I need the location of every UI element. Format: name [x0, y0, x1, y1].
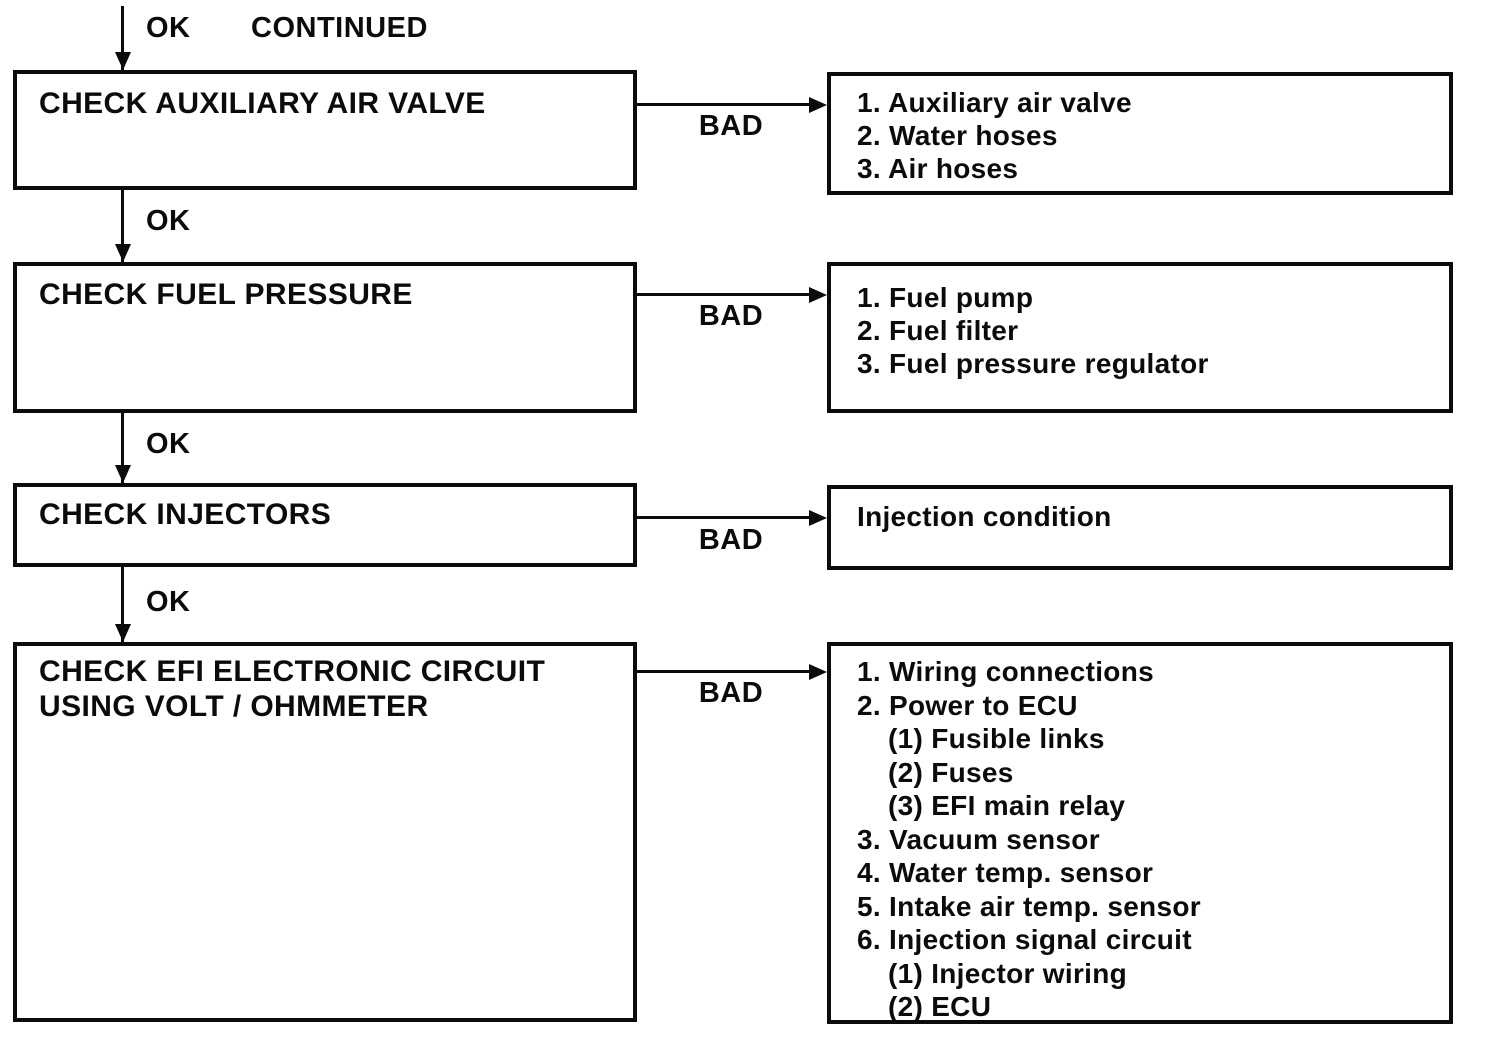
bad-connector-row2 — [637, 286, 827, 303]
ok-connector-row1 — [114, 190, 131, 262]
step-box-check-injectors: CHECK INJECTORS — [13, 483, 637, 567]
bad-label-row3: BAD — [698, 524, 764, 556]
step-box-check-fuel-pressure: CHECK FUEL PRESSURE — [13, 262, 637, 413]
ok-label-top: OK — [146, 12, 191, 44]
step-box-check-efi-electronic-circuit: CHECK EFI ELECTRONIC CIRCUIT USING VOLT … — [13, 642, 637, 1022]
bad-connector-row1 — [637, 96, 827, 113]
arrow-down-icon — [114, 52, 131, 70]
arrow-right-icon — [809, 96, 827, 113]
result-item: 3. Vacuum sensor — [857, 823, 1100, 855]
ok-connector-row2 — [114, 413, 131, 483]
bad-connector-row3 — [637, 509, 827, 526]
result-item: 3. Air hoses — [857, 153, 1019, 184]
result-item: 3. Fuel pressure regulator — [857, 348, 1209, 379]
ok-connector-row3 — [114, 567, 131, 642]
result-subitem: (2) ECU — [888, 991, 992, 1022]
step-title: CHECK AUXILIARY AIR VALVE — [39, 87, 486, 120]
result-item: Injection condition — [857, 501, 1112, 532]
result-box-fuel-pressure: 1. Fuel pump 2. Fuel filter 3. Fuel pres… — [827, 262, 1453, 413]
result-subitem: (1) Fusible links — [888, 723, 1105, 754]
result-item: 6. Injection signal circuit — [857, 924, 1192, 955]
result-subitem: (2) Fuses — [888, 756, 1014, 788]
step-title: CHECK INJECTORS — [39, 498, 332, 531]
result-item: 1. Wiring connections — [857, 656, 1154, 687]
result-item: 1. Auxiliary air valve — [857, 87, 1132, 118]
bad-label-row2: BAD — [698, 300, 764, 332]
step-title-line1: CHECK EFI ELECTRONIC CIRCUIT — [39, 655, 546, 688]
result-subitem: (1) Injector wiring — [888, 957, 1128, 989]
bad-connector-row4 — [637, 663, 827, 680]
result-item: 2. Fuel filter — [857, 315, 1019, 346]
result-item: 5. Intake air temp. sensor — [857, 890, 1201, 922]
bad-label-row4: BAD — [698, 677, 764, 709]
bad-label-row1: BAD — [698, 110, 764, 142]
ok-label-row1: OK — [146, 205, 191, 237]
arrow-down-icon — [114, 624, 131, 642]
arrow-right-icon — [809, 286, 827, 303]
continued-label: CONTINUED — [251, 12, 428, 44]
result-item: 4. Water temp. sensor — [857, 857, 1154, 888]
result-item: 2. Power to ECU — [857, 689, 1078, 721]
ok-label-row2: OK — [146, 428, 191, 460]
ok-label-row3: OK — [146, 586, 191, 618]
result-box-efi-electronic-circuit: 1. Wiring connections 2. Power to ECU (1… — [827, 642, 1453, 1024]
result-box-injection-condition: Injection condition — [827, 485, 1453, 570]
arrow-right-icon — [809, 509, 827, 526]
step-title-line2: USING VOLT / OHMMETER — [39, 690, 429, 723]
arrow-right-icon — [809, 663, 827, 680]
result-item: 2. Water hoses — [857, 120, 1058, 151]
step-title: CHECK FUEL PRESSURE — [39, 278, 413, 311]
result-item: 1. Fuel pump — [857, 282, 1034, 313]
flow-connector-top — [114, 6, 131, 70]
result-subitem: (3) EFI main relay — [888, 790, 1126, 821]
arrow-down-icon — [114, 244, 131, 262]
result-box-auxiliary-air-valve: 1. Auxiliary air valve 2. Water hoses 3.… — [827, 72, 1453, 195]
arrow-down-icon — [114, 465, 131, 483]
step-box-check-auxiliary-air-valve: CHECK AUXILIARY AIR VALVE — [13, 70, 637, 190]
